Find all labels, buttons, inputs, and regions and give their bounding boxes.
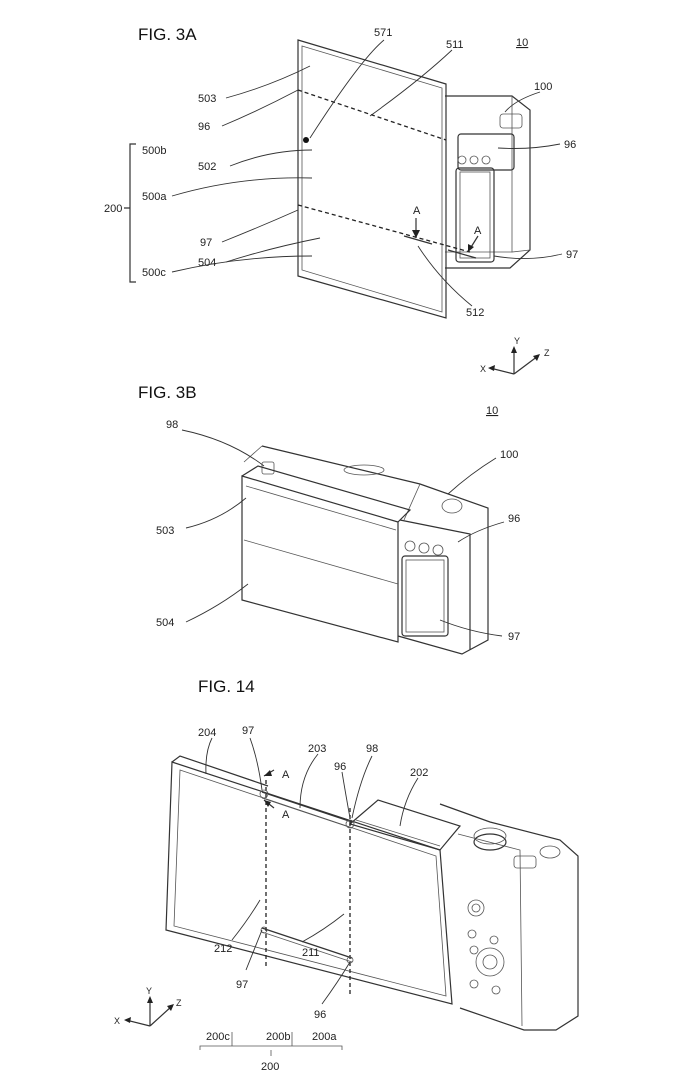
fig-14-label-98: 98 (366, 743, 378, 755)
folded-display-3b (241, 465, 412, 643)
fig-14-label-202: 202 (410, 767, 428, 779)
fig-14-label-96-top: 96 (334, 761, 346, 773)
camera-body-3a (445, 95, 531, 269)
fig-3a-label-504: 504 (198, 257, 216, 269)
fig-3a-label-96-left: 96 (198, 121, 210, 133)
axis-x-14: X (114, 1016, 120, 1026)
fig-14-label-200c: 200c (206, 1031, 230, 1043)
axis-z-3a: Z (544, 348, 550, 358)
section-arrows-14: A A (263, 769, 290, 821)
fig-3b-label-100: 100 (500, 449, 518, 461)
fig-3b-ref-10: 10 (486, 405, 498, 417)
fig-14-label-A1: A (282, 769, 290, 781)
bracket-200-14 (199, 1032, 343, 1056)
fig-14-label-200b: 200b (266, 1031, 290, 1043)
fig-3a-label-571: 571 (374, 27, 392, 39)
axis-y-14: Y (146, 986, 152, 996)
axis-z-14: Z (176, 998, 182, 1008)
fig-14-label-96-bottom: 96 (314, 1009, 326, 1021)
fig-3a-label-97-right: 97 (566, 249, 578, 261)
fig-3b-label-98: 98 (166, 419, 178, 431)
camera-body-14 (439, 803, 579, 1031)
display-section-202 (348, 799, 462, 851)
axes-14: Y X Z (114, 986, 182, 1027)
fig-14-label-211: 211 (302, 947, 320, 959)
fig-14-label-203: 203 (308, 743, 326, 755)
axis-y-3a: Y (514, 336, 520, 346)
fig-14-label-97-bottom: 97 (236, 979, 248, 991)
section-arrows-3a: A A (403, 205, 482, 259)
display-panel-200-3a (297, 39, 471, 319)
fig-3a-title: FIG. 3A (138, 25, 197, 44)
fig-14-label-97-top: 97 (242, 725, 254, 737)
fig-3a-label-500a: 500a (142, 191, 167, 203)
fig-3a-ref-10: 10 (516, 37, 528, 49)
fig-3a-label-100: 100 (534, 81, 552, 93)
fig-3a-label-500b: 500b (142, 145, 166, 157)
fig-3b-label-504: 504 (156, 617, 174, 629)
display-panel-200-14 (165, 755, 453, 1005)
brace-200-3a (124, 143, 136, 283)
fig-14-label-204: 204 (198, 727, 216, 739)
fig-3a: FIG. 3A 10 (104, 25, 578, 375)
fig-14-title: FIG. 14 (198, 677, 255, 696)
fig-3a-label-512: 512 (466, 307, 484, 319)
fig-14-label-212: 212 (214, 943, 232, 955)
fig-3a-label-200: 200 (104, 203, 122, 215)
fig-14-label-200a: 200a (312, 1031, 337, 1043)
fig-3a-label-A2: A (474, 225, 482, 237)
fig-3a-label-503: 503 (198, 93, 216, 105)
leader-lines-14 (205, 737, 419, 1005)
fig-3a-label-511: 511 (446, 39, 464, 51)
point-571 (303, 137, 309, 143)
fig-3b-title: FIG. 3B (138, 383, 197, 402)
camera-body-3b (243, 445, 489, 655)
axis-x-3a: X (480, 364, 486, 374)
fig-14: FIG. 14 (114, 677, 579, 1073)
fig-3b-label-96: 96 (508, 513, 520, 525)
leader-lines-3b (181, 429, 505, 637)
fig-3a-label-502: 502 (198, 161, 216, 173)
fig-3a-label-97-left: 97 (200, 237, 212, 249)
fig-3b-label-503: 503 (156, 525, 174, 537)
fig-14-label-A2: A (282, 809, 290, 821)
fig-3a-label-500c: 500c (142, 267, 166, 279)
fig-3a-label-A1: A (413, 205, 421, 217)
fig-3b-label-97: 97 (508, 631, 520, 643)
leader-lines-3a (171, 39, 563, 307)
axes-3a: Y X Z (480, 336, 550, 375)
fig-14-label-200: 200 (261, 1061, 279, 1073)
fig-3a-label-96-right: 96 (564, 139, 576, 151)
fig-3b: FIG. 3B 10 (138, 383, 520, 655)
fold-line-512 (297, 204, 471, 253)
